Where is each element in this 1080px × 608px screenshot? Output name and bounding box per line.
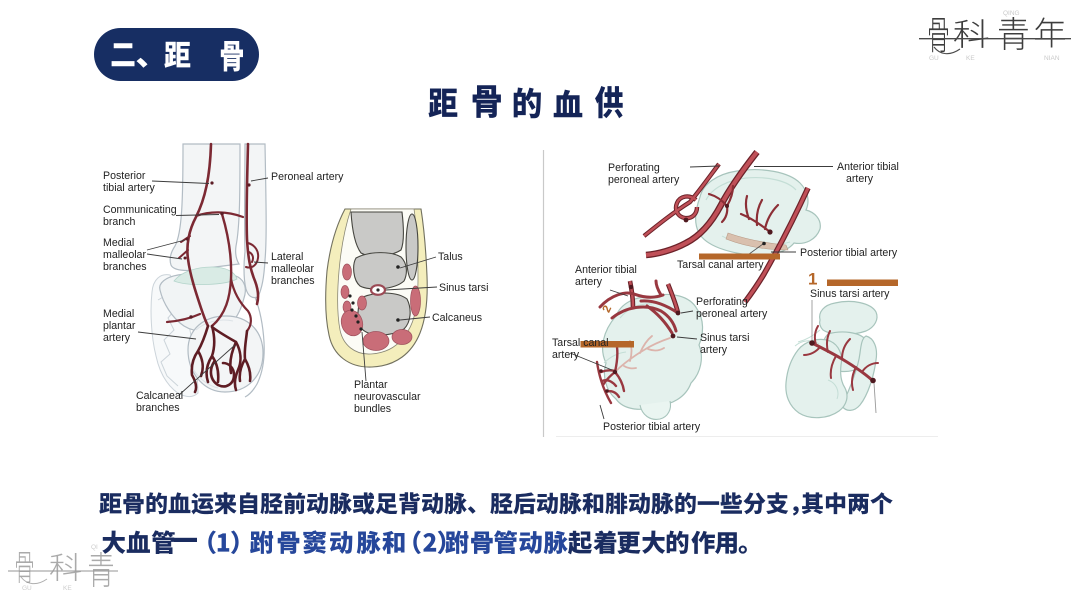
svg-text:Tarsal canal artery: Tarsal canal artery <box>677 259 764 271</box>
svg-text:Anterior tibial: Anterior tibial <box>837 161 899 173</box>
svg-text:Communicating: Communicating <box>103 204 177 216</box>
svg-text:malleolar: malleolar <box>103 249 146 261</box>
svg-text:Tarsal canal: Tarsal canal <box>552 337 609 349</box>
svg-text:2: 2 <box>601 304 615 315</box>
svg-text:peroneal artery: peroneal artery <box>608 174 680 186</box>
svg-text:QING: QING <box>1003 10 1020 17</box>
svg-text:Sinus tarsi: Sinus tarsi <box>700 332 749 344</box>
svg-text:KE: KE <box>63 585 72 592</box>
svg-text:Posterior tibial artery: Posterior tibial artery <box>603 421 701 433</box>
svg-text:Perforating: Perforating <box>608 162 660 174</box>
svg-text:QI: QI <box>91 544 98 551</box>
svg-text:GU: GU <box>929 55 939 62</box>
svg-text:Calcaneal: Calcaneal <box>136 390 183 402</box>
svg-text:branches: branches <box>136 402 180 414</box>
svg-text:Calcaneus: Calcaneus <box>432 312 482 324</box>
svg-text:neurovascular: neurovascular <box>354 391 421 403</box>
svg-text:tibial artery: tibial artery <box>103 182 156 194</box>
svg-text:artery: artery <box>846 173 874 185</box>
svg-text:Peroneal artery: Peroneal artery <box>271 171 344 183</box>
svg-text:artery: artery <box>575 276 603 288</box>
svg-text:Plantar: Plantar <box>354 379 388 391</box>
svg-text:branches: branches <box>103 261 147 273</box>
svg-text:artery: artery <box>700 344 728 356</box>
svg-text:plantar: plantar <box>103 320 136 332</box>
svg-text:Sinus tarsi: Sinus tarsi <box>439 282 488 294</box>
svg-text:Anterior tibial: Anterior tibial <box>575 264 637 276</box>
svg-text:Medial: Medial <box>103 308 134 320</box>
svg-text:GU: GU <box>22 585 32 592</box>
svg-text:bundles: bundles <box>354 403 391 415</box>
svg-text:NIAN: NIAN <box>1044 55 1060 62</box>
svg-text:1: 1 <box>808 270 817 289</box>
svg-text:Sinus tarsi artery: Sinus tarsi artery <box>810 288 890 300</box>
svg-text:Talus: Talus <box>438 251 463 263</box>
svg-text:artery: artery <box>552 349 580 361</box>
svg-text:artery: artery <box>103 332 131 344</box>
svg-text:branch: branch <box>103 216 135 228</box>
svg-text:malleolar: malleolar <box>271 263 314 275</box>
svg-text:Posterior tibial artery: Posterior tibial artery <box>800 247 898 259</box>
svg-text:Lateral: Lateral <box>271 251 303 263</box>
svg-text:branches: branches <box>271 275 315 287</box>
svg-text:KE: KE <box>966 55 975 62</box>
svg-text:Posterior: Posterior <box>103 170 146 182</box>
svg-text:Medial: Medial <box>103 237 134 249</box>
svg-text:Perforating: Perforating <box>696 296 748 308</box>
svg-text:peroneal artery: peroneal artery <box>696 308 768 320</box>
